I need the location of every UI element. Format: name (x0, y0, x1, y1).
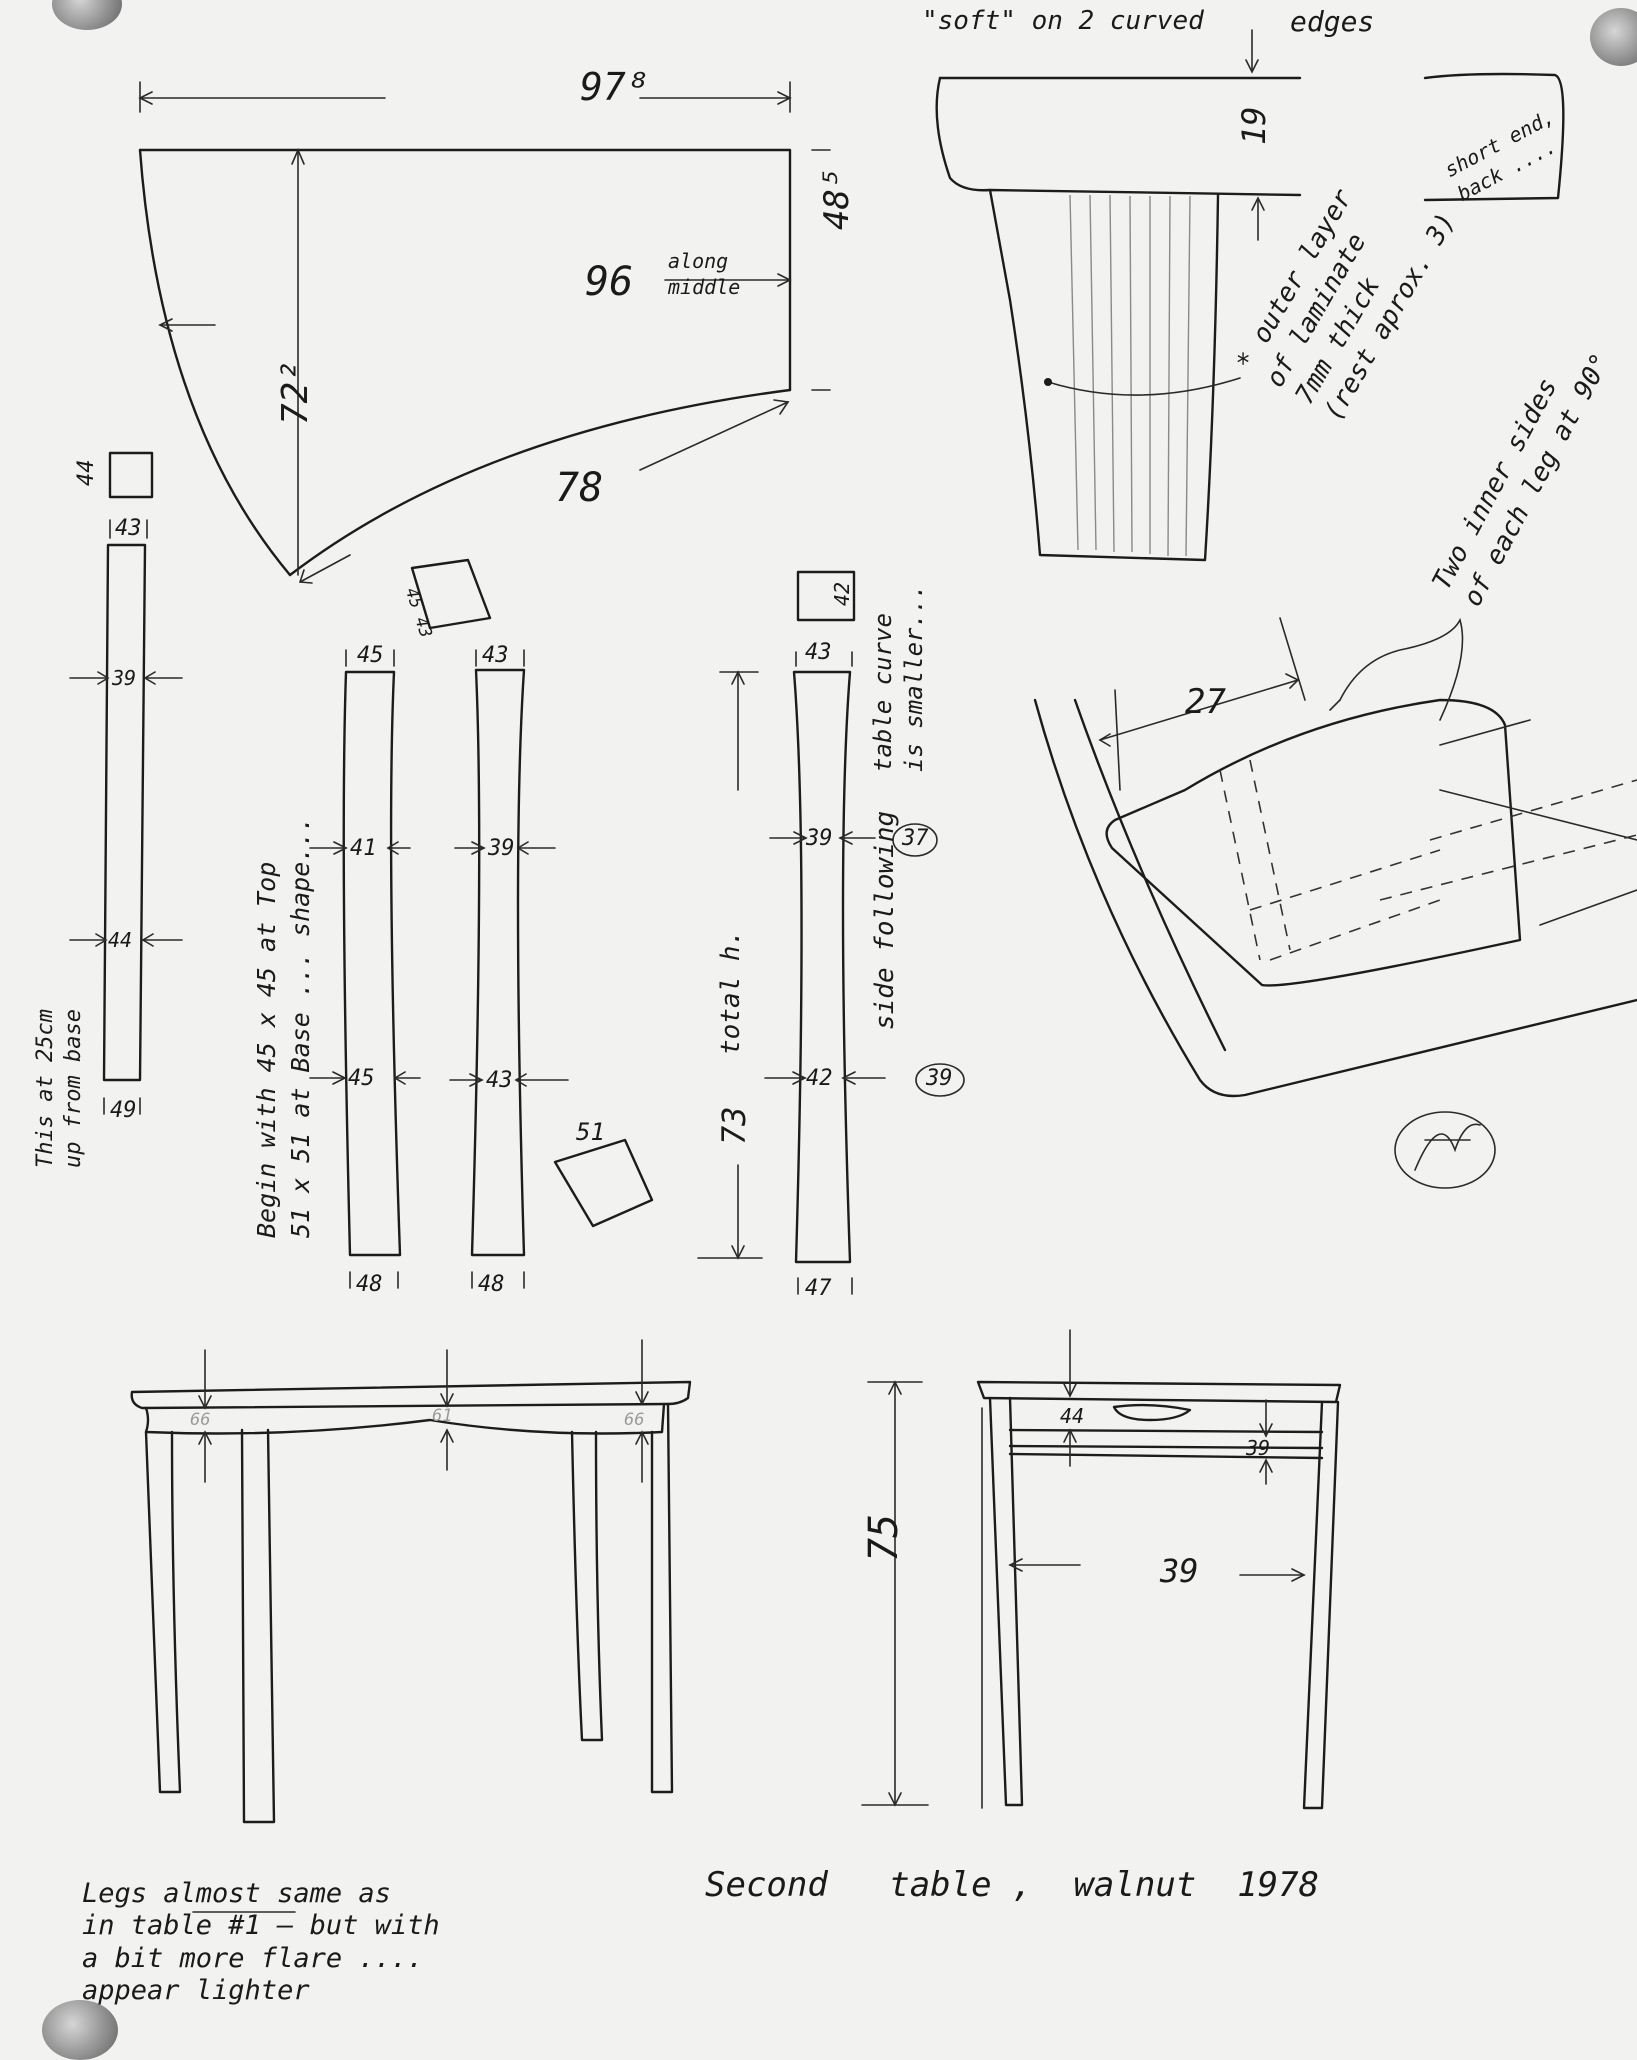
pushpin (1590, 8, 1637, 66)
leg-b-top: 45 (357, 643, 384, 668)
grain-lines (1069, 194, 1191, 557)
corner-size: 27 (1185, 682, 1226, 722)
leg-c-d1: 39 (488, 836, 515, 861)
leg-b-profile (309, 558, 492, 1289)
side-apron: 44 (1060, 1404, 1085, 1428)
leg-a-note: This at 25cm up from base (33, 1009, 86, 1168)
leg-c-square-base: 51 (576, 1118, 605, 1146)
leg-c-profile (449, 649, 654, 1289)
leg-b-bottom: 48 (356, 1272, 383, 1297)
plan-depth: 48⁵ (817, 168, 857, 230)
top-plan-outline (138, 148, 792, 577)
leg-b-d2: 45 (348, 1066, 375, 1091)
leg-a-square: 44 (74, 459, 99, 487)
leg-d-top: 43 (805, 640, 832, 665)
plan-middle: 96 (585, 259, 634, 305)
leg-d-side-note: side following (870, 810, 900, 1030)
leg-d-circle1: 37 (902, 826, 929, 851)
apron-middle: 61 (432, 1406, 453, 1426)
caption: Second table , walnut 1978 (705, 1865, 1320, 1905)
edges-label: edges (1290, 5, 1375, 38)
leg-d-curve-note: table curve is smaller... (869, 584, 929, 772)
plan-curve: 78 (555, 465, 604, 511)
leg-b-d1: 41 (350, 836, 377, 861)
front-elevation (130, 1339, 692, 1824)
leg-a-d1: 39 (112, 666, 137, 690)
apron-right: 66 (624, 1410, 645, 1430)
edge-detail (935, 29, 1565, 562)
legs-note: Legs almost same as in table #1 — but wi… (82, 1878, 440, 2007)
leg-a-bottom: 49 (110, 1098, 137, 1123)
leg-corner-detail (1033, 617, 1637, 1189)
leg-c-bottom: 48 (478, 1272, 505, 1297)
side-elevation (861, 1329, 1342, 1810)
leg-d-profile (697, 570, 965, 1295)
leg-c-top: 43 (482, 643, 509, 668)
leg-b-note: Begin with 45 x 45 at Top 51 x 51 at Bas… (252, 816, 315, 1238)
leg-d-d1: 39 (806, 826, 833, 851)
soft-edge-note: "soft" on 2 curved (922, 6, 1204, 36)
leg-a-d2: 44 (108, 928, 133, 952)
leg-d-height-label: total h. (716, 929, 746, 1055)
plan-diagonal: 72² (275, 359, 316, 425)
top-thickness: 19 (1235, 106, 1273, 145)
leg-d-circle2: 39 (926, 1066, 953, 1091)
leg-d-d2: 42 (806, 1066, 833, 1091)
leg-a-profile (69, 451, 183, 1115)
leg-c-d2: 43 (486, 1068, 513, 1093)
leg-d-bottom: 47 (805, 1276, 832, 1301)
leg-d-height: 73 (715, 1106, 753, 1145)
leg-d-square: 42 (830, 581, 854, 606)
side-rail: 39 (1246, 1436, 1271, 1460)
leg-a-top: 43 (115, 516, 142, 541)
top-plan-dimensions (138, 81, 831, 584)
apron-left: 66 (190, 1410, 211, 1430)
side-width: 39 (1160, 1552, 1199, 1590)
side-height: 75 (861, 1513, 907, 1562)
plan-middle-note: along middle (668, 249, 741, 299)
plan-width: 97⁸ (580, 65, 649, 109)
